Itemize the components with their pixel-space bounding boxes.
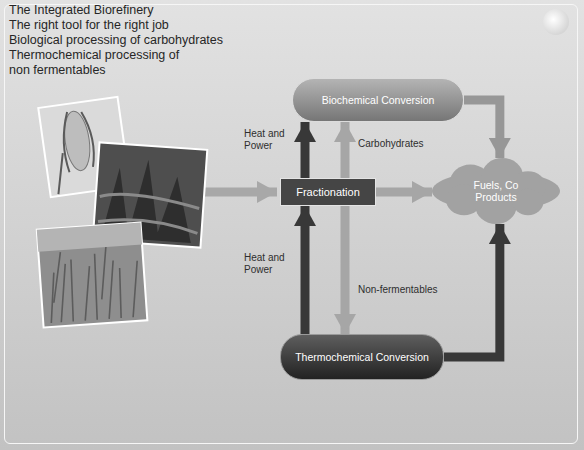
node-text: Fractionation: [296, 186, 360, 199]
grass-photo: [37, 222, 148, 327]
node-text: Thermochemical Conversion: [295, 351, 429, 363]
edge-label: Non-fermentables: [358, 284, 437, 296]
flow-arrow: [341, 206, 350, 334]
process-box: Thermochemical Conversion: [280, 334, 444, 380]
subtitle-line: The right tool for the right job: [9, 18, 223, 33]
flow-arrow: [301, 206, 310, 334]
flow-arrow: [301, 122, 310, 178]
slide-title: The Integrated Biorefinery: [9, 3, 223, 18]
flow-arrow: [464, 100, 500, 158]
subtitle-line: Thermochemical processing of non ferment…: [9, 48, 181, 78]
node-text: Biochemical Conversion: [322, 94, 435, 106]
grass-blades: [46, 243, 141, 323]
process-box: Fractionation: [280, 178, 376, 206]
node-text: Fuels, Co Products: [460, 179, 532, 203]
flow-arrow: [376, 188, 432, 197]
process-box: Biochemical Conversion: [292, 78, 464, 122]
edge-label: Heat and Power: [244, 128, 296, 152]
sky: [37, 222, 142, 251]
edge-label: Heat and Power: [244, 252, 296, 276]
output-cloud: Fuels, Co Products: [432, 158, 560, 224]
edge-label: Carbohydrates: [358, 138, 424, 150]
flow-arrow: [444, 224, 500, 357]
sun-icon: [543, 9, 569, 35]
feed-arrow: [204, 188, 277, 197]
photo-frame: [37, 222, 148, 327]
cloud-lobe: [513, 189, 544, 215]
flow-arrow: [341, 122, 350, 178]
heading-block: The Integrated BiorefineryThe right tool…: [9, 3, 223, 78]
subtitle-line: Biological processing of carbohydrates: [9, 33, 223, 48]
